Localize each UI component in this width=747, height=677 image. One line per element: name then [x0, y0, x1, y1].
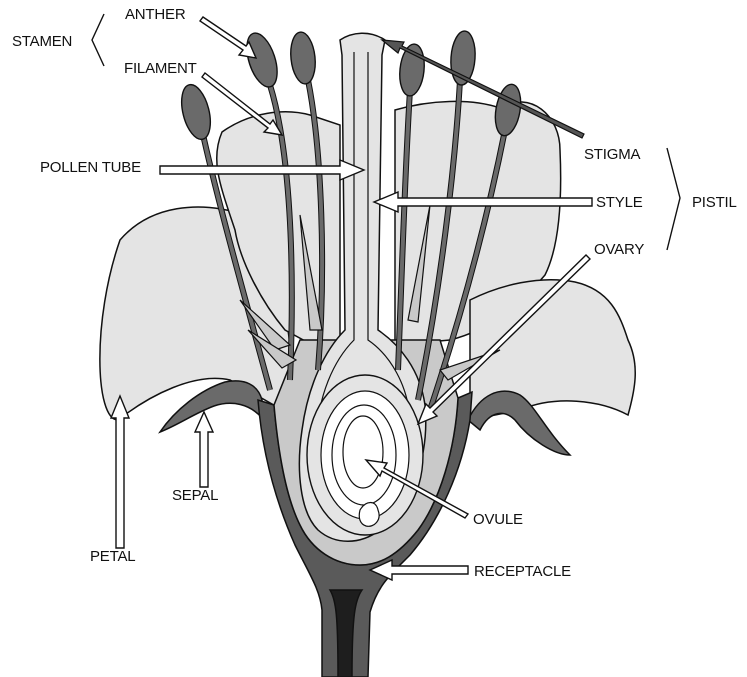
- anther-1: [177, 82, 216, 143]
- label-ovule: OVULE: [473, 511, 523, 528]
- label-filament: FILAMENT: [124, 60, 197, 77]
- label-stamen: STAMEN: [12, 33, 72, 50]
- label-receptacle: RECEPTACLE: [474, 563, 571, 580]
- anther-3: [288, 31, 317, 85]
- sepal-arrow: [195, 412, 213, 487]
- ovule-micropyle: [359, 503, 379, 527]
- label-stigma: STIGMA: [584, 146, 640, 163]
- label-pistil: PISTIL: [692, 194, 737, 211]
- sepal-left: [160, 381, 262, 432]
- label-petal: PETAL: [90, 548, 135, 565]
- anther-arrow: [200, 17, 256, 58]
- anther-2: [241, 29, 283, 90]
- stamen-bracket: [92, 14, 104, 66]
- label-anther: ANTHER: [125, 6, 186, 23]
- label-ovary: OVARY: [594, 241, 644, 258]
- label-style: STYLE: [596, 194, 643, 211]
- pistil-bracket: [667, 148, 680, 250]
- label-sepal: SEPAL: [172, 487, 218, 504]
- label-pollen-tube: POLLEN TUBE: [40, 159, 141, 176]
- receptacle-arrow: [370, 560, 468, 580]
- ovule-core: [343, 416, 383, 488]
